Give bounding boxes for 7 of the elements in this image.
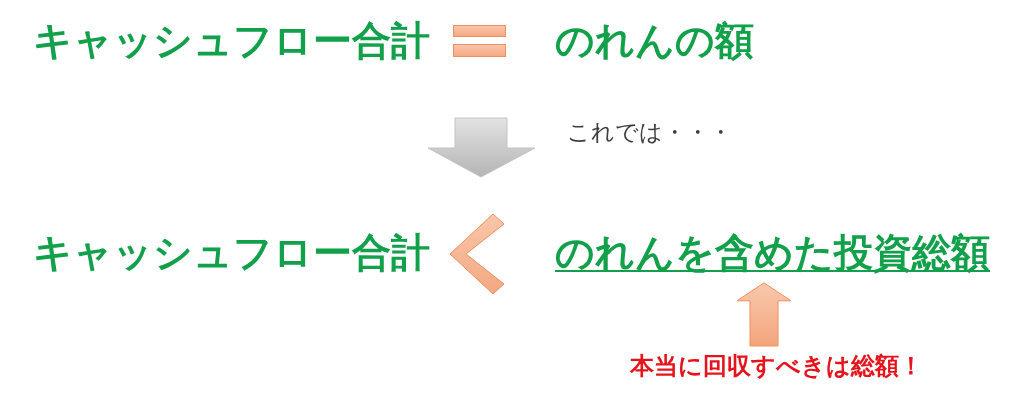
callout-text: 本当に回収すべきは総額！	[630, 352, 923, 381]
block-arrow	[736, 282, 792, 347]
term-text: キャッシュフロー合計	[33, 230, 430, 277]
underlined-term-text: のれんを含めた投資総額	[555, 230, 990, 277]
term-text: のれんの額	[555, 18, 754, 65]
term-text: キャッシュフロー合計	[33, 18, 430, 65]
note-text: これでは・・・	[567, 119, 732, 147]
